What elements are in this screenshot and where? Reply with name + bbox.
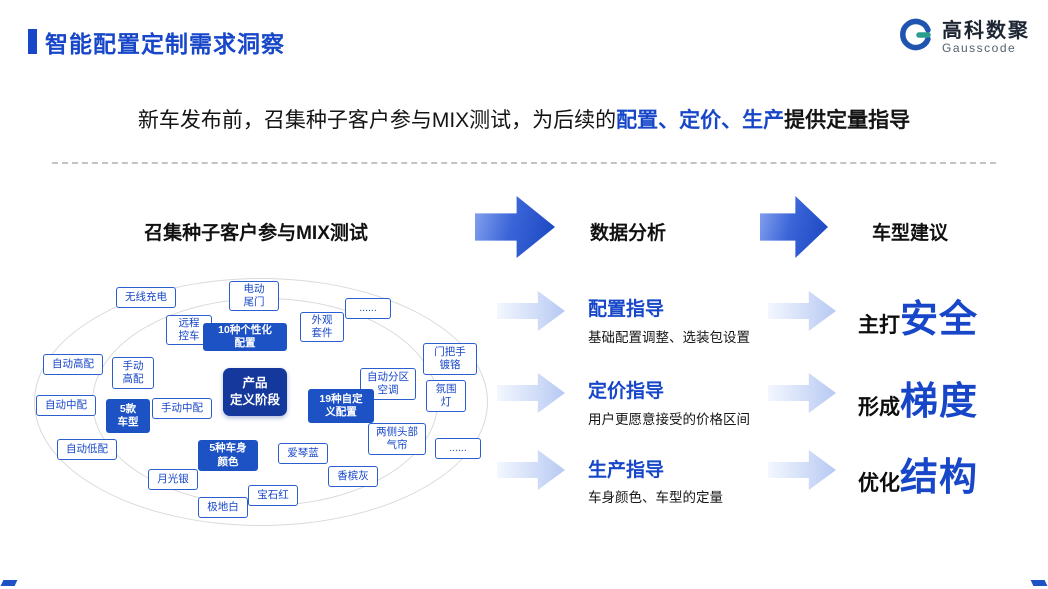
diagram-outer-ellipse — [34, 278, 488, 526]
step2-title: 数据分析 — [589, 223, 666, 244]
subtitle-post: 提供定量指导 — [784, 109, 911, 132]
flow-arrow-2-icon — [760, 196, 828, 258]
bubble-manual-high: 手动 高配 — [112, 357, 154, 389]
suggestion-structure: 优化 结构 — [858, 446, 978, 501]
subtitle-pre: 新车发布前，召集种子客户参与MIX测试，为后续的 — [137, 109, 617, 132]
gausscode-logo-icon — [897, 16, 935, 59]
suggestion-safety: 主打 安全 — [858, 288, 978, 343]
logo-name: 高科数聚 — [942, 19, 1030, 42]
bubble-auto-mid: 自动中配 — [36, 395, 96, 416]
bubble-manual-mid: 手动中配 — [152, 398, 212, 419]
step3-title: 车型建议 — [871, 223, 948, 244]
page-title: 智能配置定制需求洞察 — [45, 31, 285, 57]
suggestion-safety-prefix: 主打 — [858, 314, 900, 337]
bubble-gem-red: 宝石红 — [248, 485, 298, 506]
suggestion-safety-keyword: 安全 — [900, 299, 979, 341]
analysis-desc-config: 基础配置调整、选装包设置 — [588, 330, 750, 345]
step1-title: 召集种子客户参与MIX测试 — [144, 223, 368, 244]
analysis-title-production: 生产指导 — [588, 460, 665, 481]
bubble-ambient-light: 氛围 灯 — [426, 380, 466, 412]
corner-decoration-right — [1030, 580, 1048, 586]
flow-arrow-1-icon — [475, 196, 555, 258]
suggestion-gradient-keyword: 梯度 — [900, 381, 979, 423]
title-accent-bar — [28, 29, 37, 54]
subtitle-highlight: 配置、定价、生产 — [616, 109, 785, 132]
suggestion-structure-keyword: 结构 — [900, 457, 979, 499]
bubble-aegean-blue: 爱琴蓝 — [278, 443, 328, 464]
company-logo: 高科数聚 Gausscode — [897, 16, 1030, 59]
slide-subtitle: 新车发布前，召集种子客户参与MIX测试，为后续的配置、定价、生产提供定量指导 — [0, 104, 1048, 134]
bubble-head-curtain: 两侧头部 气帘 — [368, 423, 426, 455]
diagram-center-node: 产品 定义阶段 — [223, 368, 287, 416]
suggestion-structure-prefix: 优化 — [858, 472, 900, 495]
analysis-desc-production: 车身颜色、车型的定量 — [588, 490, 723, 505]
bubble-wireless-charging: 无线充电 — [116, 287, 176, 308]
analysis-arrow-left-3-icon — [497, 450, 565, 490]
bubble-5-colors: 5种车身 颜色 — [198, 440, 258, 471]
bubble-personalized-configs: 10种个性化 配置 — [203, 323, 287, 351]
logo-subtitle: Gausscode — [942, 40, 1017, 55]
bubble-polar-white: 极地白 — [198, 497, 248, 518]
analysis-desc-pricing: 用户更愿意接受的价格区间 — [588, 412, 750, 427]
analysis-arrow-left-1-icon — [497, 291, 565, 331]
suggestion-arrow-2-icon — [768, 373, 836, 413]
suggestion-arrow-3-icon — [768, 450, 836, 490]
dashed-divider — [52, 162, 996, 164]
bubble-chrome-handle: 门把手 镀铬 — [423, 343, 477, 375]
suggestion-gradient-prefix: 形成 — [858, 396, 900, 419]
bubble-auto-high: 自动高配 — [43, 354, 103, 375]
bubble-custom-configs: 19种自定 义配置 — [308, 389, 374, 423]
bubble-moonlight-silver: 月光银 — [148, 469, 198, 490]
bubble-exterior-kit: 外观 套件 — [300, 312, 344, 342]
analysis-arrow-left-2-icon — [497, 373, 565, 413]
analysis-title-config: 配置指导 — [588, 299, 665, 320]
bubble-champagne-grey: 香槟灰 — [328, 466, 378, 487]
bubble-ellipsis-2: ...... — [435, 438, 481, 459]
bubble-ellipsis-1: ...... — [345, 298, 391, 319]
bubble-electric-tailgate: 电动 尾门 — [229, 281, 279, 311]
analysis-title-pricing: 定价指导 — [588, 381, 665, 402]
suggestion-arrow-1-icon — [768, 291, 836, 331]
bubble-auto-low: 自动低配 — [57, 439, 117, 460]
bubble-5-models: 5款 车型 — [106, 399, 150, 433]
corner-decoration-left — [0, 580, 18, 586]
suggestion-gradient: 形成 梯度 — [858, 370, 978, 425]
